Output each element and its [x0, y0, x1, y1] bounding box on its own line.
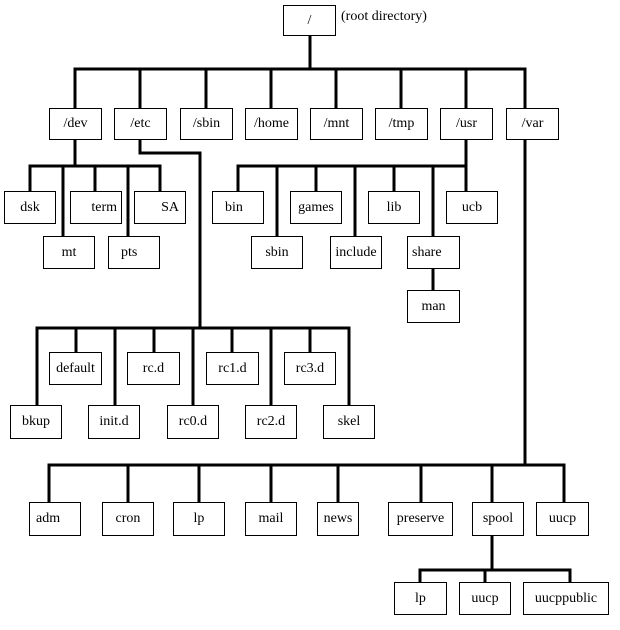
node-games: games	[290, 191, 342, 224]
node-include: include	[330, 236, 382, 269]
node-spool-lp: lp	[394, 582, 447, 615]
node-spool-uucp: uucp	[459, 582, 511, 615]
node-share: share	[407, 236, 460, 269]
node-var-uucp: uucp	[536, 502, 589, 536]
node-home: /home	[245, 108, 298, 140]
node-rc3-d: rc3.d	[284, 352, 336, 385]
node-pts: pts	[108, 236, 160, 269]
node-skel: skel	[323, 405, 375, 439]
node-usr-sbin: sbin	[251, 236, 303, 269]
node-root: /	[283, 5, 336, 36]
node-news: news	[317, 502, 359, 536]
node-spool: spool	[472, 502, 524, 536]
node-dsk: dsk	[4, 191, 56, 224]
node-adm: adm	[29, 502, 81, 536]
node-preserve: preserve	[388, 502, 453, 536]
node-bin: bin	[212, 191, 264, 224]
node-rc-d: rc.d	[127, 352, 180, 385]
node-dev: /dev	[49, 108, 102, 140]
node-etc: /etc	[114, 108, 167, 140]
node-sa: SA	[134, 191, 186, 224]
node-ucb: ucb	[446, 191, 498, 224]
node-rc2-d: rc2.d	[245, 405, 297, 439]
node-sbin: /sbin	[180, 108, 233, 140]
node-mnt: /mnt	[310, 108, 363, 140]
node-lib: lib	[368, 191, 420, 224]
node-cron: cron	[102, 502, 154, 536]
node-mail: mail	[245, 502, 297, 536]
node-default: default	[49, 352, 102, 385]
node-init-d: init.d	[88, 405, 140, 439]
node-usr: /usr	[440, 108, 493, 140]
node-uucppublic: uucppublic	[523, 582, 609, 615]
node-tmp: /tmp	[375, 108, 428, 140]
node-rc1-d: rc1.d	[206, 352, 259, 385]
node-rc0-d: rc0.d	[167, 405, 219, 439]
root-directory-label: (root directory)	[341, 9, 427, 24]
node-man: man	[407, 290, 460, 323]
node-var: /var	[506, 108, 559, 140]
node-term: term	[70, 191, 122, 224]
node-mt: mt	[43, 236, 95, 269]
node-var-lp: lp	[173, 502, 225, 536]
node-bkup: bkup	[10, 405, 62, 439]
